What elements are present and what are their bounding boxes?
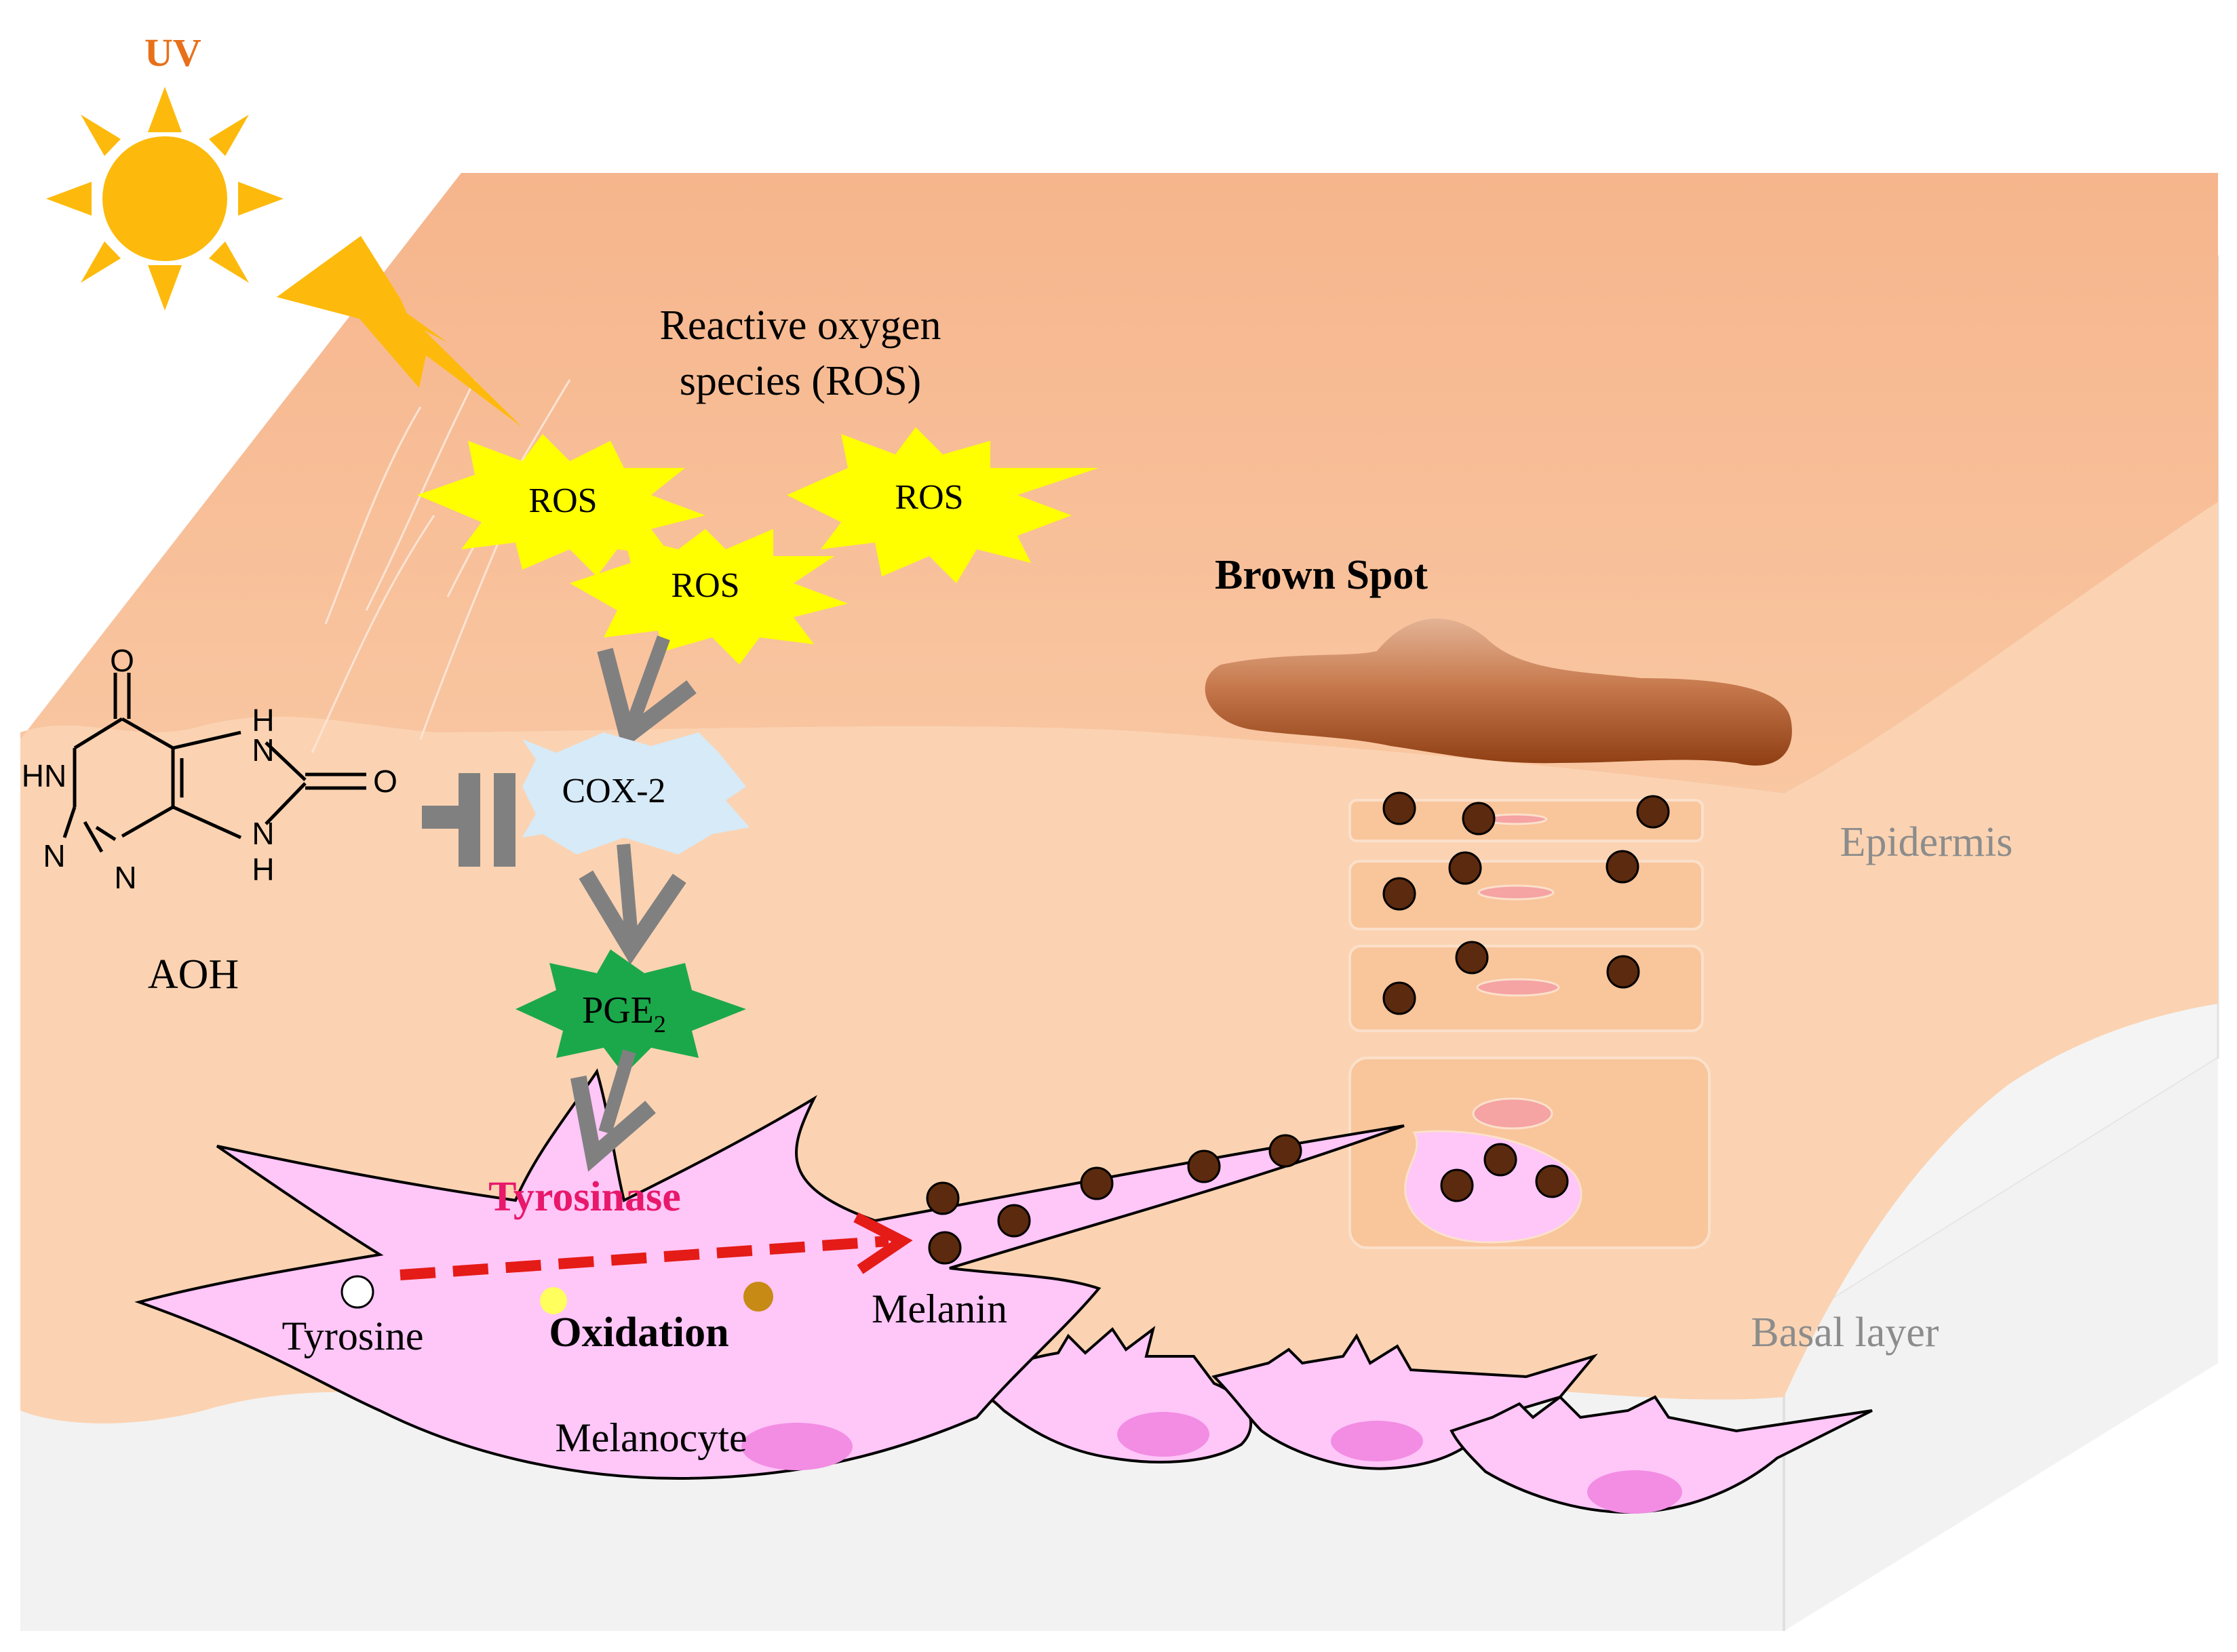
melanin-granules-dendrite: [926, 1134, 1302, 1265]
keratinocyte-nuclei: [1472, 813, 1560, 1130]
svg-text:N: N: [114, 860, 136, 895]
small-melanocyte-1: [975, 1326, 1253, 1463]
melanocyte-nucleus: [741, 1423, 853, 1470]
uv-label: UV: [144, 31, 201, 75]
aoh-label: AOH: [148, 951, 239, 998]
small-melanocyte-2: [1211, 1333, 1598, 1470]
skin-surface: [20, 173, 2218, 793]
ros-title-line2: species (ROS): [680, 358, 921, 404]
basal-layer-label: Basal layer: [1751, 1310, 1939, 1356]
svg-text:N: N: [252, 816, 274, 851]
melanosome-vesicle: [1404, 1130, 1582, 1244]
cox2-node: COX-2: [522, 732, 750, 854]
arrow-cox2-to-pge2: [579, 844, 686, 965]
svg-text:PGE2: PGE2: [582, 989, 666, 1038]
ros-burst-3: ROS: [570, 529, 848, 665]
tyrosine-label: Tyrosine: [281, 1314, 423, 1358]
brown-spot-label: Brown Spot: [1215, 552, 1428, 598]
small-melanocyte-3: [1450, 1395, 1873, 1514]
oxidation-arrow: [400, 1236, 889, 1280]
brown-spot: [1205, 618, 1792, 766]
svg-text:O: O: [373, 764, 397, 799]
aoh-atom-labels: O H N HN O N N N H: [22, 643, 397, 895]
inhibition-icon: [422, 773, 516, 867]
ros-title-line1: Reactive oxygen: [660, 302, 941, 349]
oxidation-arrowhead: [853, 1212, 913, 1274]
oxidation-label: Oxidation: [549, 1310, 728, 1356]
melanocyte-label: Melanocyte: [555, 1415, 747, 1460]
svg-text:H: H: [252, 852, 274, 887]
ros-burst-2-label: ROS: [895, 478, 963, 517]
svg-text:HN: HN: [22, 758, 66, 793]
aoh-molecule: [62, 673, 366, 853]
pge2-node: PGE2: [516, 949, 746, 1075]
melanin-granules-epidermis: [1382, 791, 1670, 1202]
svg-text:N: N: [43, 838, 65, 873]
epidermis-label: Epidermis: [1840, 819, 2013, 865]
melanin-label: Melanin: [872, 1286, 1007, 1331]
intermediate-dot-2: [743, 1282, 773, 1312]
sun-icon: [46, 87, 284, 311]
intermediate-dot-1: [540, 1287, 567, 1314]
svg-text:N: N: [252, 732, 274, 768]
svg-text:H: H: [252, 703, 274, 738]
tyrosine-dot: [341, 1275, 374, 1309]
pge2-label: PGE: [582, 989, 654, 1031]
ros-burst-2: ROS: [787, 427, 1099, 583]
ros-burst-1-label: ROS: [528, 481, 597, 520]
svg-text:O: O: [110, 643, 134, 678]
tyrosinase-label: Tyrosinase: [488, 1174, 681, 1220]
pge2-subscript: 2: [654, 1010, 666, 1038]
cox2-label: COX-2: [562, 772, 665, 810]
arrow-ros-to-cox2: [597, 635, 697, 750]
ros-burst-3-label: ROS: [671, 566, 739, 605]
arrow-pge2-to-melanocyte: [570, 1049, 656, 1172]
